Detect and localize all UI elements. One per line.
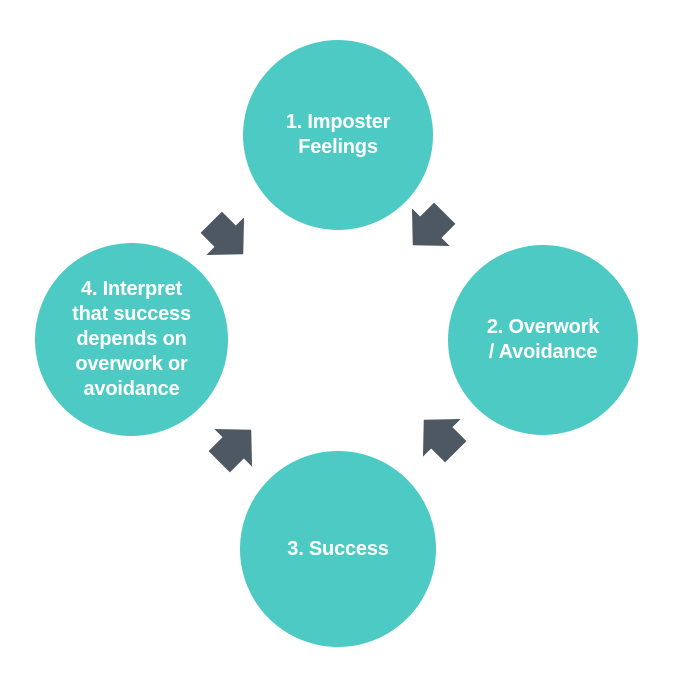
cycle-node-success: 3. Success bbox=[240, 451, 436, 647]
arrow-up-left-icon bbox=[205, 418, 263, 476]
arrow-down-left-icon bbox=[412, 408, 470, 466]
cycle-node-imposter-feelings: 1. Imposter Feelings bbox=[243, 40, 433, 230]
cycle-node-label: 3. Success bbox=[287, 537, 389, 560]
cycle-node-label: 4. Interpret that success depends on ove… bbox=[72, 278, 191, 400]
arrow-up-right-icon bbox=[197, 208, 255, 266]
arrow-down-right-icon bbox=[401, 199, 459, 257]
cycle-node-label: 1. Imposter Feelings bbox=[285, 111, 391, 158]
cycle-node-interpret-success: 4. Interpret that success depends on ove… bbox=[35, 243, 228, 436]
cycle-node-overwork-avoidance: 2. Overwork / Avoidance bbox=[448, 245, 638, 435]
cycle-node-label: 2. Overwork / Avoidance bbox=[486, 316, 600, 363]
